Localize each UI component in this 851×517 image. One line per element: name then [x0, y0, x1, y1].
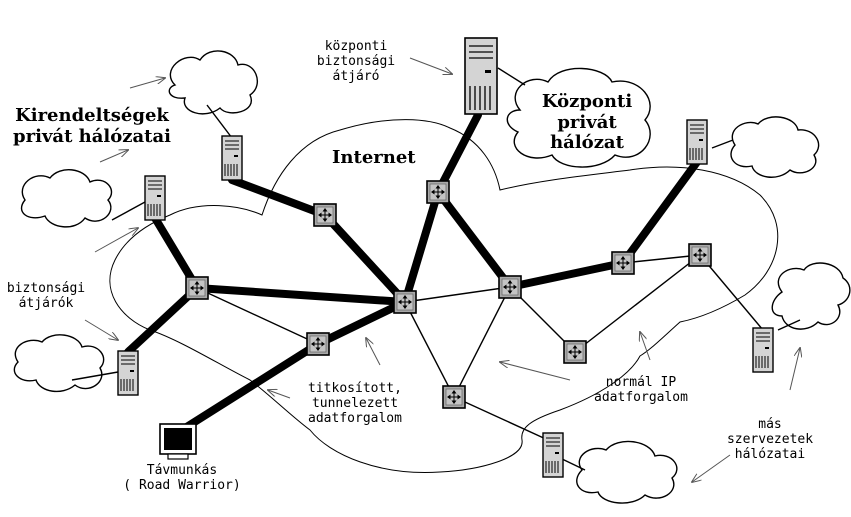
- cloud-icon-bottom-right: [576, 440, 678, 504]
- normal-traffic-label: normál IP adatforgalom: [594, 375, 688, 405]
- server-tower-icon-left-branch: [144, 175, 166, 221]
- server-tower-icon-central-gateway: [464, 37, 498, 115]
- cloud-icon-right: [771, 262, 851, 330]
- server-tower-icon-bottom-right: [542, 432, 564, 478]
- encrypted-traffic-label: titkosított, tunnelezett adatforgalom: [308, 381, 402, 426]
- router-icon: [563, 340, 587, 364]
- branch-private-networks-label: Kirendeltségek privát hálózatai: [13, 105, 171, 147]
- other-networks-label: más szervezetek hálózatai: [726, 417, 814, 462]
- server-tower-icon-top-branch: [221, 135, 243, 181]
- router-icon: [426, 180, 450, 204]
- server-tower-icon-bottom-branch: [117, 350, 139, 396]
- monitor-icon: [159, 423, 197, 460]
- router-icon: [498, 275, 522, 299]
- router-icon: [313, 203, 337, 227]
- server-tower-icon-top-right: [686, 119, 708, 165]
- router-icon: [393, 290, 417, 314]
- cloud-icon-top-right: [730, 116, 820, 178]
- central-private-network-label: Központi privát hálózat: [541, 91, 633, 154]
- cloud-icon-left: [20, 169, 113, 228]
- router-icon: [185, 276, 209, 300]
- road-warrior-label: Távmunkás ( Road Warrior): [123, 463, 241, 493]
- internet-cloud-outline: [109, 119, 779, 473]
- central-gateway-label: központi biztonsági átjáró: [316, 39, 396, 84]
- cloud-icon-top-left: [168, 50, 258, 115]
- router-icon: [688, 243, 712, 267]
- internet-label: Internet: [332, 147, 416, 168]
- server-tower-icon-right: [752, 327, 774, 373]
- cloud-icon-central: [506, 67, 651, 168]
- router-icon: [611, 251, 635, 275]
- router-icon: [306, 332, 330, 356]
- router-icon: [442, 385, 466, 409]
- security-gateways-label: biztonsági átjárók: [6, 281, 86, 311]
- cloud-icon-bottom-left: [13, 334, 105, 393]
